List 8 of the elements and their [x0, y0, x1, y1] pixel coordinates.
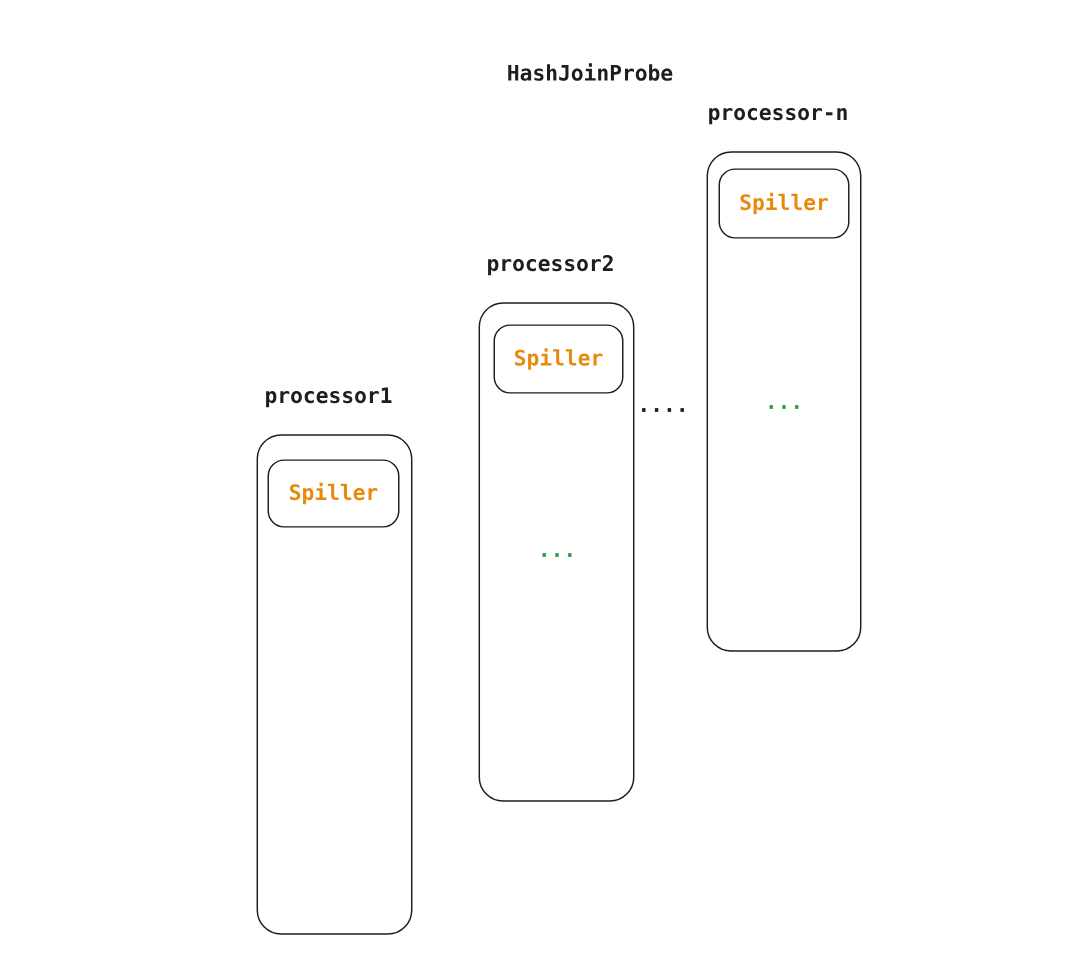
ellipsis: ....: [642, 408, 684, 412]
title: HashJoinProbe: [508, 63, 673, 81]
spiller-box: Spiller: [267, 459, 400, 528]
node-label: processor1: [266, 387, 392, 408]
spiller-box: Spiller: [493, 324, 624, 394]
spiller-box: Spiller: [718, 168, 850, 239]
node-label: processor-n: [709, 107, 847, 125]
node-label: processor2: [488, 255, 613, 276]
